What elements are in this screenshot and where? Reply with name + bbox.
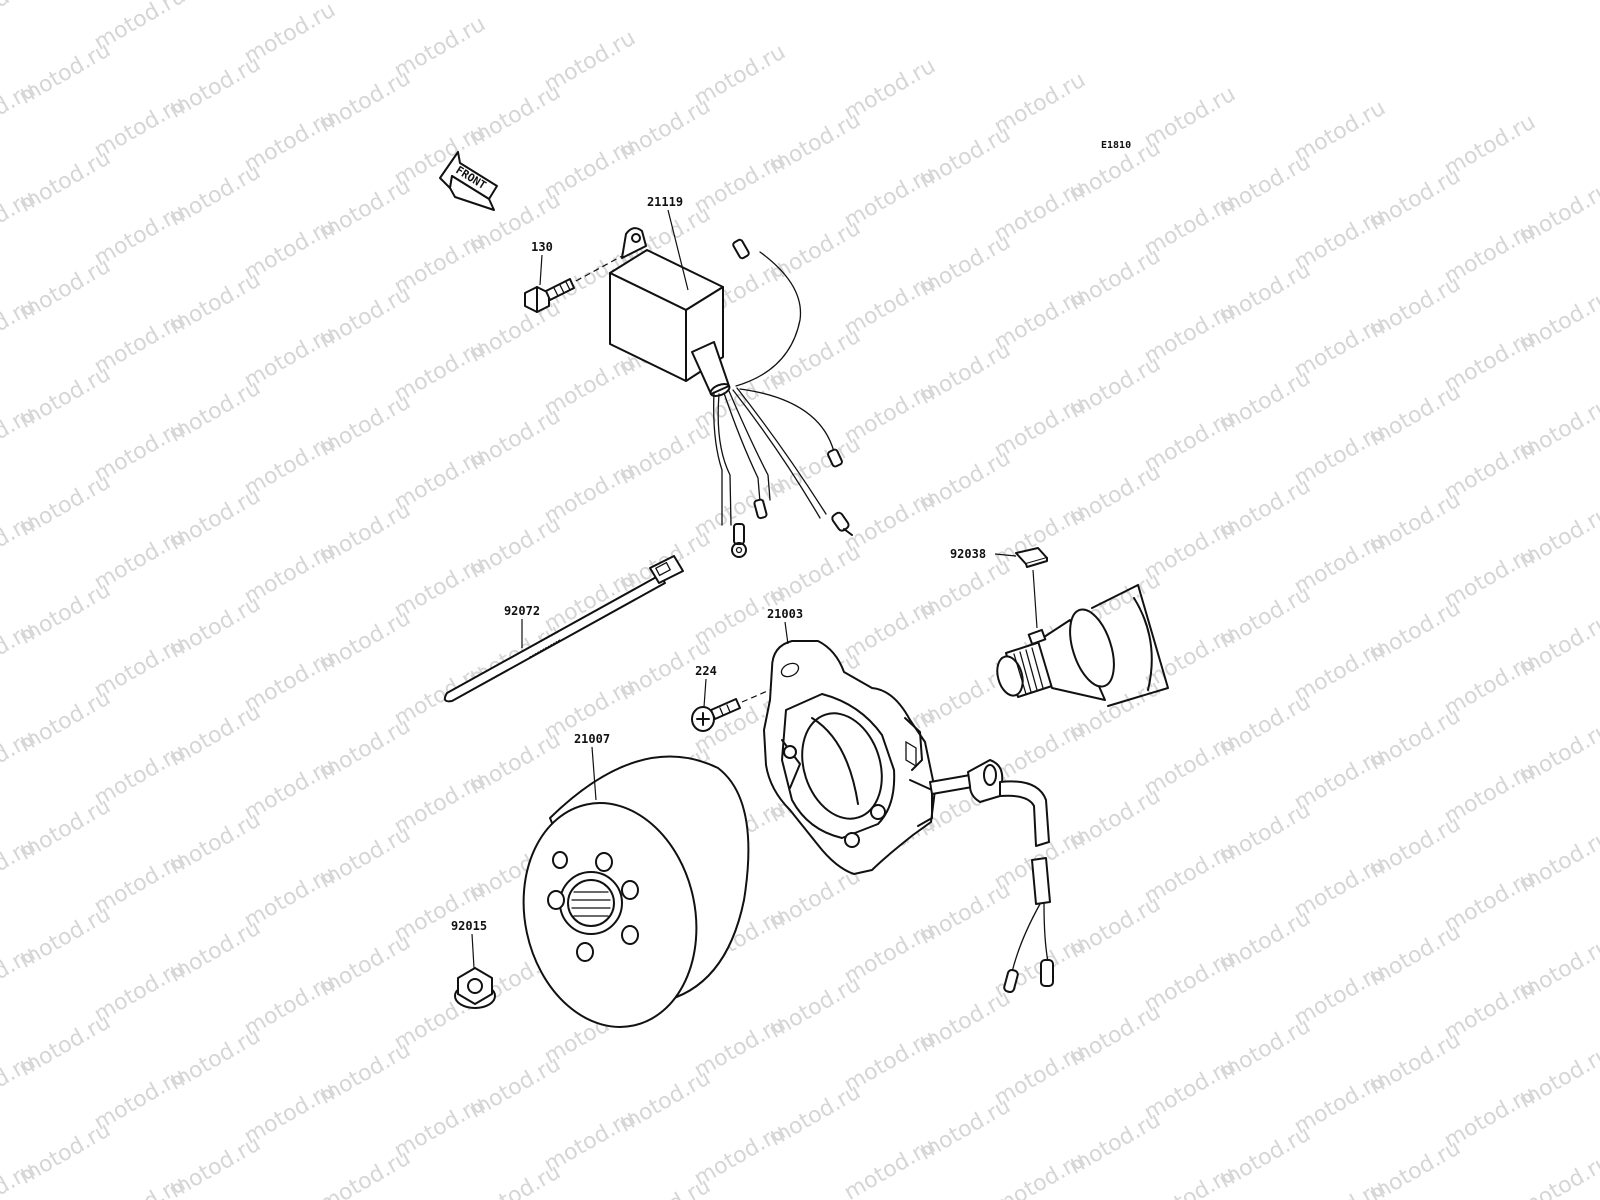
cdi-unit xyxy=(609,227,853,558)
screw-224 xyxy=(691,688,773,732)
cable-tie xyxy=(443,555,684,703)
svg-text:92072: 92072 xyxy=(504,604,540,618)
part-label-92072: 92072 xyxy=(504,604,540,648)
part-label-21119: 21119 xyxy=(647,195,689,291)
stator-plate xyxy=(763,640,936,875)
svg-text:21119: 21119 xyxy=(647,195,683,209)
svg-text:130: 130 xyxy=(531,240,553,254)
svg-text:21007: 21007 xyxy=(574,732,610,746)
flange-nut xyxy=(454,967,496,1009)
flywheel-rotor xyxy=(522,755,750,1028)
part-label-21007: 21007 xyxy=(574,732,610,801)
part-label-224: 224 xyxy=(695,664,717,708)
svg-text:224: 224 xyxy=(695,664,717,678)
part-label-130: 130 xyxy=(531,240,553,286)
stator-lead-wire xyxy=(929,759,1054,994)
crankshaft-end xyxy=(996,584,1169,707)
woodruff-key xyxy=(1015,547,1048,629)
bolt-130 xyxy=(524,255,623,313)
diagram-code: E1810 xyxy=(1101,140,1131,151)
svg-text:92038: 92038 xyxy=(950,547,986,561)
svg-text:92015: 92015 xyxy=(451,919,487,933)
part-label-92015: 92015 xyxy=(451,919,487,969)
svg-text:21003: 21003 xyxy=(767,607,803,621)
part-label-21003: 21003 xyxy=(767,607,803,645)
front-arrow-icon: FRONT xyxy=(439,151,498,211)
part-label-92038: 92038 xyxy=(950,547,1017,561)
